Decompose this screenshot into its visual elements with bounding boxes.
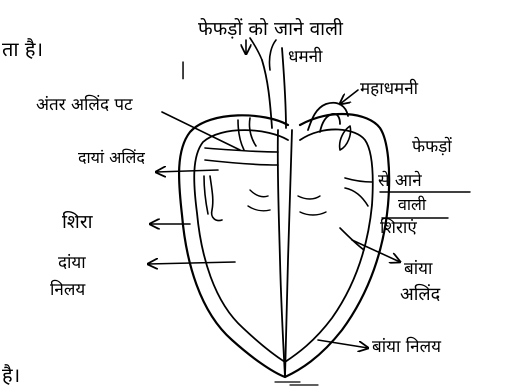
arrow-right-ventricle bbox=[148, 262, 235, 264]
label-left-atrium-line1: बांया bbox=[404, 259, 433, 279]
arrow-right-atrium bbox=[156, 170, 218, 172]
valve-lines-right bbox=[298, 196, 326, 215]
page-text-top: ता है। bbox=[2, 37, 43, 61]
label-interatrial-septum: अंतर अलिंद पट bbox=[36, 94, 133, 115]
label-pulmonary-veins-line2: से आने bbox=[378, 170, 422, 191]
page-text-bottom: है। bbox=[2, 363, 20, 387]
arrow-left-atrium bbox=[352, 240, 400, 262]
label-pulmonary-artery-line2: धमनी bbox=[288, 46, 323, 67]
atrium-vessel-left bbox=[238, 118, 256, 150]
label-left-ventricle: बांया निलय bbox=[372, 336, 442, 357]
label-pulmonary-veins-line1: फेफड़ों bbox=[412, 136, 452, 157]
vena-cava-tube bbox=[204, 176, 222, 221]
page-tick-mark: | bbox=[180, 59, 186, 80]
interatrial-septum-band bbox=[205, 148, 278, 165]
label-pulmonary-veins-line4: शिराएं bbox=[380, 217, 417, 238]
label-pulmonary-artery-line1: फेफड़ों को जाने वाली bbox=[198, 17, 344, 40]
septum-line-left bbox=[278, 130, 285, 377]
arrow-left-ventricle bbox=[318, 340, 368, 348]
aorta-arch bbox=[308, 103, 348, 132]
label-right-ventricle-line1: दांया bbox=[58, 253, 86, 273]
label-right-atrium: दायां अलिंद bbox=[78, 148, 145, 167]
septum-line-right bbox=[285, 130, 292, 377]
label-left-atrium-line2: अलिंद bbox=[400, 283, 441, 305]
label-vena-cava: शिरा bbox=[62, 210, 94, 233]
valve-lines-left bbox=[248, 190, 270, 211]
label-pulmonary-veins-line3: वाली bbox=[398, 195, 427, 214]
pulmonary-artery-right-wall bbox=[282, 48, 286, 128]
label-right-ventricle-line2: निलय bbox=[50, 279, 86, 300]
arrow-aorta bbox=[340, 90, 358, 104]
base-hatch bbox=[275, 382, 318, 385]
label-aorta: महाधमनी bbox=[360, 78, 419, 99]
